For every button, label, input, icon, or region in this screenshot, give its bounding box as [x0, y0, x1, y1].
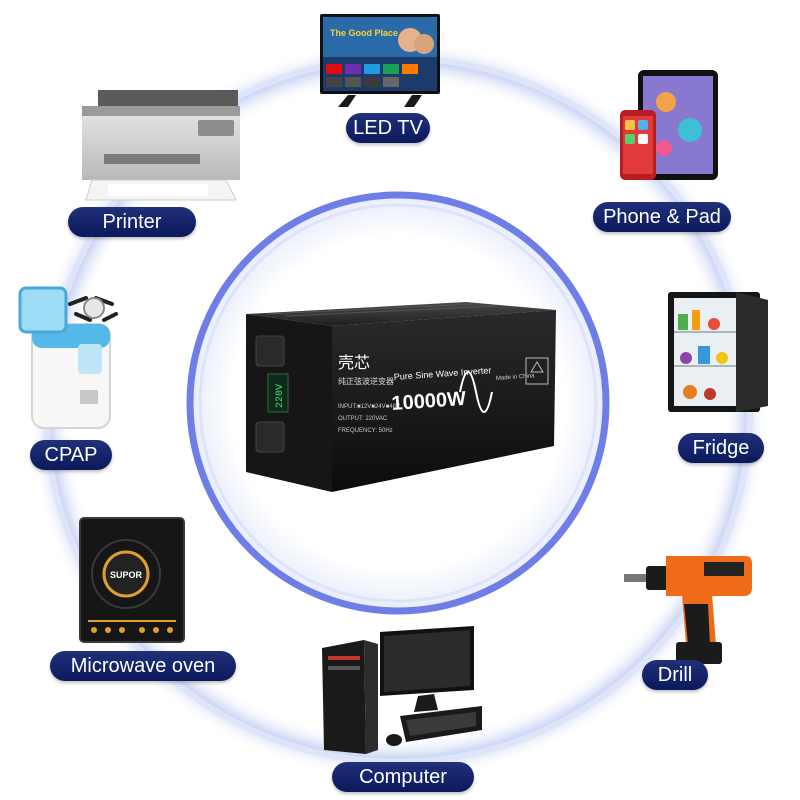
cpap-image [18, 286, 118, 429]
sine-wave-icon [459, 371, 493, 413]
computer-label: Computer [332, 762, 474, 792]
inverter-display: 220V [275, 384, 286, 408]
fridge-image [668, 292, 768, 412]
tv-show-title: The Good Place [330, 28, 398, 38]
inverter-made-in: Made in China [496, 373, 536, 382]
phone-pad-label: Phone & Pad [593, 202, 731, 232]
inverter-power: 10000W [391, 388, 467, 415]
printer-label: Printer [68, 207, 196, 237]
inner-ring-glow [198, 203, 598, 603]
led-tv-label: LED TV [346, 113, 430, 143]
computer-image [322, 626, 482, 754]
drill-label: Drill [642, 660, 708, 690]
phone-pad-image [620, 70, 718, 180]
warning-triangle-icon [530, 361, 544, 373]
cooktop-image: SUPOR [79, 517, 185, 643]
printer-image [82, 90, 240, 201]
drill-image [624, 556, 752, 664]
inverter-input: INPUT:■12V■24V■48V [338, 404, 400, 410]
microwave-label: Microwave oven [50, 651, 236, 681]
inverter-brand: 壳芯 [338, 354, 370, 372]
cooktop-brand: SUPOR [110, 570, 143, 580]
fridge-label: Fridge [678, 433, 764, 463]
warning-label-icon [525, 357, 549, 385]
inverter-subtitle: 纯正弦波逆变器 [338, 376, 394, 386]
led-tv-image: The Good Place [320, 14, 440, 107]
inverter-frequency: FREQUENCY: 50Hz [338, 428, 393, 434]
inverter-image: 220V 壳芯 纯正弦波逆变器 INPUT:■12V■24V■48V OUTPU… [246, 302, 556, 492]
cpap-label: CPAP [30, 440, 112, 470]
inverter-output: OUTPUT: 220VAC [338, 416, 388, 422]
